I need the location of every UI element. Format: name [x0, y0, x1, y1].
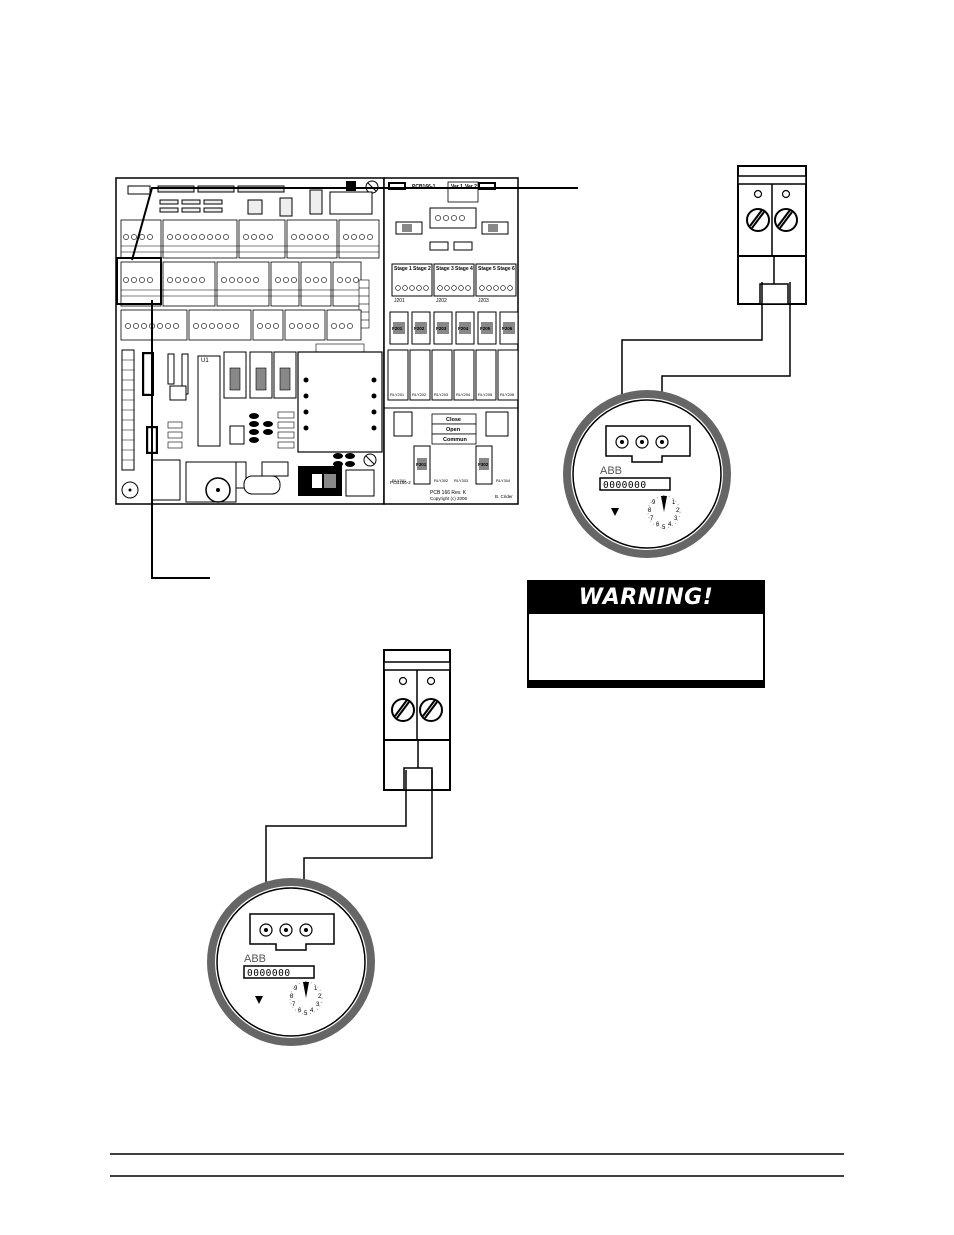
water-meter-2: ABB 0000000 0 9 1 8 2 7 3 6 4 5: [207, 878, 375, 1046]
relay-label-202: RLY202: [412, 392, 427, 397]
terminal-block-bottom: [383, 649, 451, 791]
meter-1-tick-9: 9: [652, 500, 656, 506]
meter-2-odometer: 0000000: [247, 968, 291, 979]
leader-line-top: [131, 187, 578, 261]
stage-board: PCB166-1 Var 1 Var 2 Stage 1 Stage 2 Sta…: [383, 177, 519, 505]
fuse-label-206: F206: [502, 326, 513, 331]
copyright-label: Copyright (c) 2006: [430, 496, 468, 501]
close-label: Close: [446, 417, 461, 423]
stage-2-label: Stage 2: [413, 266, 431, 272]
author-label: B. Crider: [495, 494, 513, 499]
meter-1-odometer: 0000000: [603, 480, 647, 491]
relays-row: [387, 349, 519, 401]
warning-title: WARNING!: [529, 582, 763, 614]
meter-1-dial-needle-icon: [661, 496, 667, 512]
control-labels: Close Open Commun: [431, 413, 477, 445]
meter-2-tick-6: 6: [298, 1008, 302, 1014]
meter-1-tick-6: 6: [656, 522, 660, 528]
relay-label-201: RLY201: [390, 392, 405, 397]
meter-2-flow-indicator-icon: [255, 996, 263, 1004]
j201-label: J201: [394, 298, 405, 304]
stage-3-label: Stage 3: [436, 266, 454, 272]
meter-1-tick-4: 4: [668, 522, 672, 528]
wire-top-1: [621, 282, 763, 440]
leader-line-bottom: [151, 300, 210, 579]
relay-label-304: RLY304: [496, 478, 511, 483]
meter-2-tick-3: 3: [316, 1002, 320, 1008]
transformer: [297, 351, 383, 453]
meter-2-tick-7: 7: [292, 1002, 296, 1008]
meter-2-tick-9: 9: [294, 986, 298, 992]
stage-6-label: Stage 6: [497, 266, 515, 272]
meter-1-flow-indicator-icon: [611, 508, 619, 516]
meter-2-tick-8: 8: [290, 994, 294, 1000]
fuse-label-302: F302: [478, 462, 489, 467]
water-meter-1: ABB 0000000 0 9 1 8 2 7 3 6 4 5: [563, 390, 731, 558]
stage-1-label: Stage 1: [394, 266, 412, 272]
meter-2-tick-1: 1: [314, 986, 318, 992]
fuse-label-204: F204: [458, 326, 469, 331]
control-board: U1: [115, 177, 385, 505]
meter-1-tick-7: 7: [650, 516, 654, 522]
pcb-bottom-label: PCB166-2: [390, 480, 411, 485]
terminal-row-2: [120, 261, 362, 307]
meter-2-tick-2: 2: [318, 994, 322, 1000]
meter-1-tick-2: 2: [676, 508, 680, 514]
relay-label-205: RLY205: [478, 392, 493, 397]
terminal-block-top: [737, 165, 807, 305]
wire-bottom-1: [265, 770, 407, 926]
footer-rules: [110, 1153, 844, 1177]
j202-label: J202: [436, 298, 447, 304]
fuse-label-201: F201: [392, 326, 403, 331]
relay-label-301: RLY301: [392, 478, 407, 483]
meter-2-tick-0: 0: [304, 982, 308, 988]
stage-4-label: Stage 4: [455, 266, 473, 272]
meter-1-tick-5: 5: [662, 525, 666, 531]
meter-2-tick-5: 5: [304, 1011, 308, 1017]
fuse-label-205: F205: [480, 326, 491, 331]
relay-label-206: RLY206: [500, 392, 515, 397]
warning-box: WARNING!: [527, 580, 765, 688]
fuse-label-202: F202: [414, 326, 425, 331]
fuse-label-301: F301: [416, 462, 427, 467]
rev-label: PCB 166 Rev. K: [430, 490, 467, 496]
relay-label-303: RLY303: [454, 478, 469, 483]
warning-footer-bar: [529, 680, 763, 686]
meter-1-tick-0: 0: [662, 496, 666, 502]
chip-label: U1: [201, 358, 209, 364]
meter-2-brand: ABB: [244, 953, 266, 965]
meter-2-tick-4: 4: [310, 1008, 314, 1014]
meter-1-tick-8: 8: [648, 508, 652, 514]
leader-lines: [131, 187, 578, 579]
stage-5-label: Stage 5: [478, 266, 496, 272]
meter-1-tick-1: 1: [672, 500, 676, 506]
meter-1-brand: ABB: [600, 465, 622, 477]
j203-label: J203: [478, 298, 489, 304]
relay-label-204: RLY204: [456, 392, 471, 397]
meter-1-tick-3: 3: [674, 516, 678, 522]
relay-label-203: RLY203: [434, 392, 449, 397]
microcontroller-chip: [197, 355, 221, 447]
relay-label-302: RLY302: [434, 478, 449, 483]
meter-2-dial-needle-icon: [303, 982, 309, 998]
open-label: Open: [446, 427, 461, 433]
terminal-row-3: [120, 309, 362, 341]
fuse-label-203: F203: [436, 326, 447, 331]
common-label: Commun: [443, 437, 467, 443]
